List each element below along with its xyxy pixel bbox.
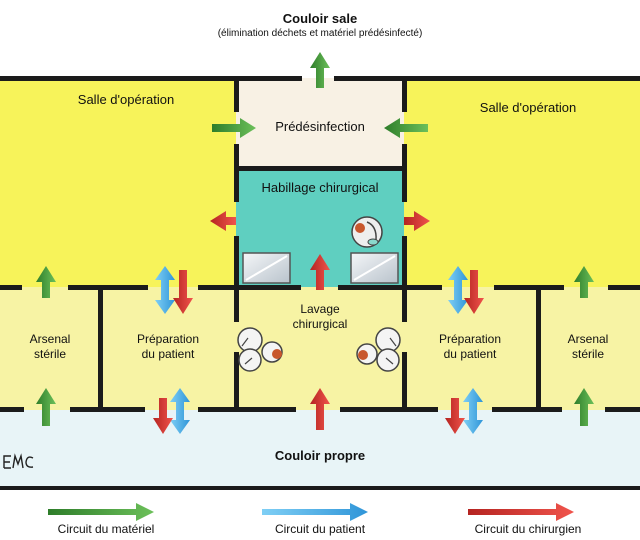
legend-arrows (48, 503, 574, 521)
preparation-right-label-line1: Préparation (438, 332, 502, 346)
arrow-material-up-arsenal-left (36, 266, 56, 298)
operating-room-left (0, 78, 236, 287)
arrow-surgeon-down-corridor-left (153, 398, 173, 434)
legend-surgeon-label: Circuit du chirurgien (474, 522, 582, 536)
surgeon-flow-arrows (153, 211, 484, 434)
arrow-patient-corridor-right (463, 388, 483, 434)
material-flow-arrows (36, 52, 594, 426)
sink-left (242, 252, 291, 284)
arrow-material-up-corridor-left (36, 388, 56, 426)
arrow-surgeon-left-habillage (210, 211, 236, 231)
lavage-label-line2: chirurgical (292, 317, 348, 331)
legend-patient-label: Circuit du patient (274, 522, 366, 536)
dirty-corridor-title: Couloir sale (282, 11, 358, 26)
arsenal-room-left (0, 287, 100, 410)
preparation-left-label: Préparation du patient (137, 332, 199, 362)
operating-room-right-label: Salle d'opération (479, 100, 577, 115)
preparation-right-label: Préparation du patient (439, 332, 501, 362)
dirty-corridor-subtitle: (élimination déchets et matériel prédési… (217, 28, 423, 39)
operating-room-right (404, 78, 640, 287)
preparation-left-label-line1: Préparation (136, 332, 200, 346)
arrow-surgeon-down-corridor-right (445, 398, 465, 434)
arrow-patient-prep-right (448, 266, 468, 314)
legend-material-label: Circuit du matériel (57, 522, 155, 536)
walls (0, 76, 640, 490)
arrow-patient-corridor-left (170, 388, 190, 434)
arsenal-right-label-line1: Arsenal (567, 332, 609, 346)
operating-room-left-label: Salle d'opération (77, 92, 175, 107)
emc-signature-logo (3, 453, 34, 469)
legend-patient-arrow (262, 503, 368, 521)
arrow-surgeon-down-prep-left (173, 270, 193, 314)
arsenal-right-label-line2: stérile (571, 347, 604, 361)
arrow-material-up-arsenal-right (574, 266, 594, 298)
lavage-label-line1: Lavage (300, 302, 340, 316)
arsenal-left-label-line1: Arsenal (29, 332, 71, 346)
arsenal-left-label-line2: stérile (33, 347, 66, 361)
arrow-material-right-predesinfection (212, 118, 256, 138)
arsenal-right-label: Arsenal stérile (568, 332, 609, 362)
surgeon-figure-habillage (351, 216, 383, 248)
sink-right (350, 252, 399, 284)
predesinfection-label: Prédésinfection (275, 119, 365, 134)
legend-material-arrow (48, 503, 154, 521)
habillage-label: Habillage chirurgical (261, 180, 379, 195)
preparation-left-label-line2: du patient (141, 347, 195, 361)
arrow-material-up-corridor-right (574, 388, 594, 426)
patient-flow-arrows (155, 266, 483, 434)
arrow-material-left-predesinfection (384, 118, 428, 138)
arrow-material-up-exit (310, 52, 330, 88)
preparation-right-label-line2: du patient (443, 347, 497, 361)
lavage-label: Lavage chirurgical (293, 302, 348, 332)
arrow-surgeon-up-lavage (310, 388, 330, 430)
arrow-surgeon-down-prep-right (464, 270, 484, 314)
predesinfection-room (236, 78, 404, 168)
arrow-patient-prep-left (155, 266, 175, 314)
arrow-surgeon-right-habillage (404, 211, 430, 231)
arrow-surgeon-up-habillage (310, 254, 330, 290)
arsenal-left-label: Arsenal stérile (30, 332, 71, 362)
arsenal-room-right (538, 287, 640, 410)
washing-figure-right (356, 327, 401, 372)
legend-surgeon-arrow (468, 503, 574, 521)
washing-figure-left (237, 327, 283, 372)
clean-corridor-label: Couloir propre (274, 448, 366, 463)
